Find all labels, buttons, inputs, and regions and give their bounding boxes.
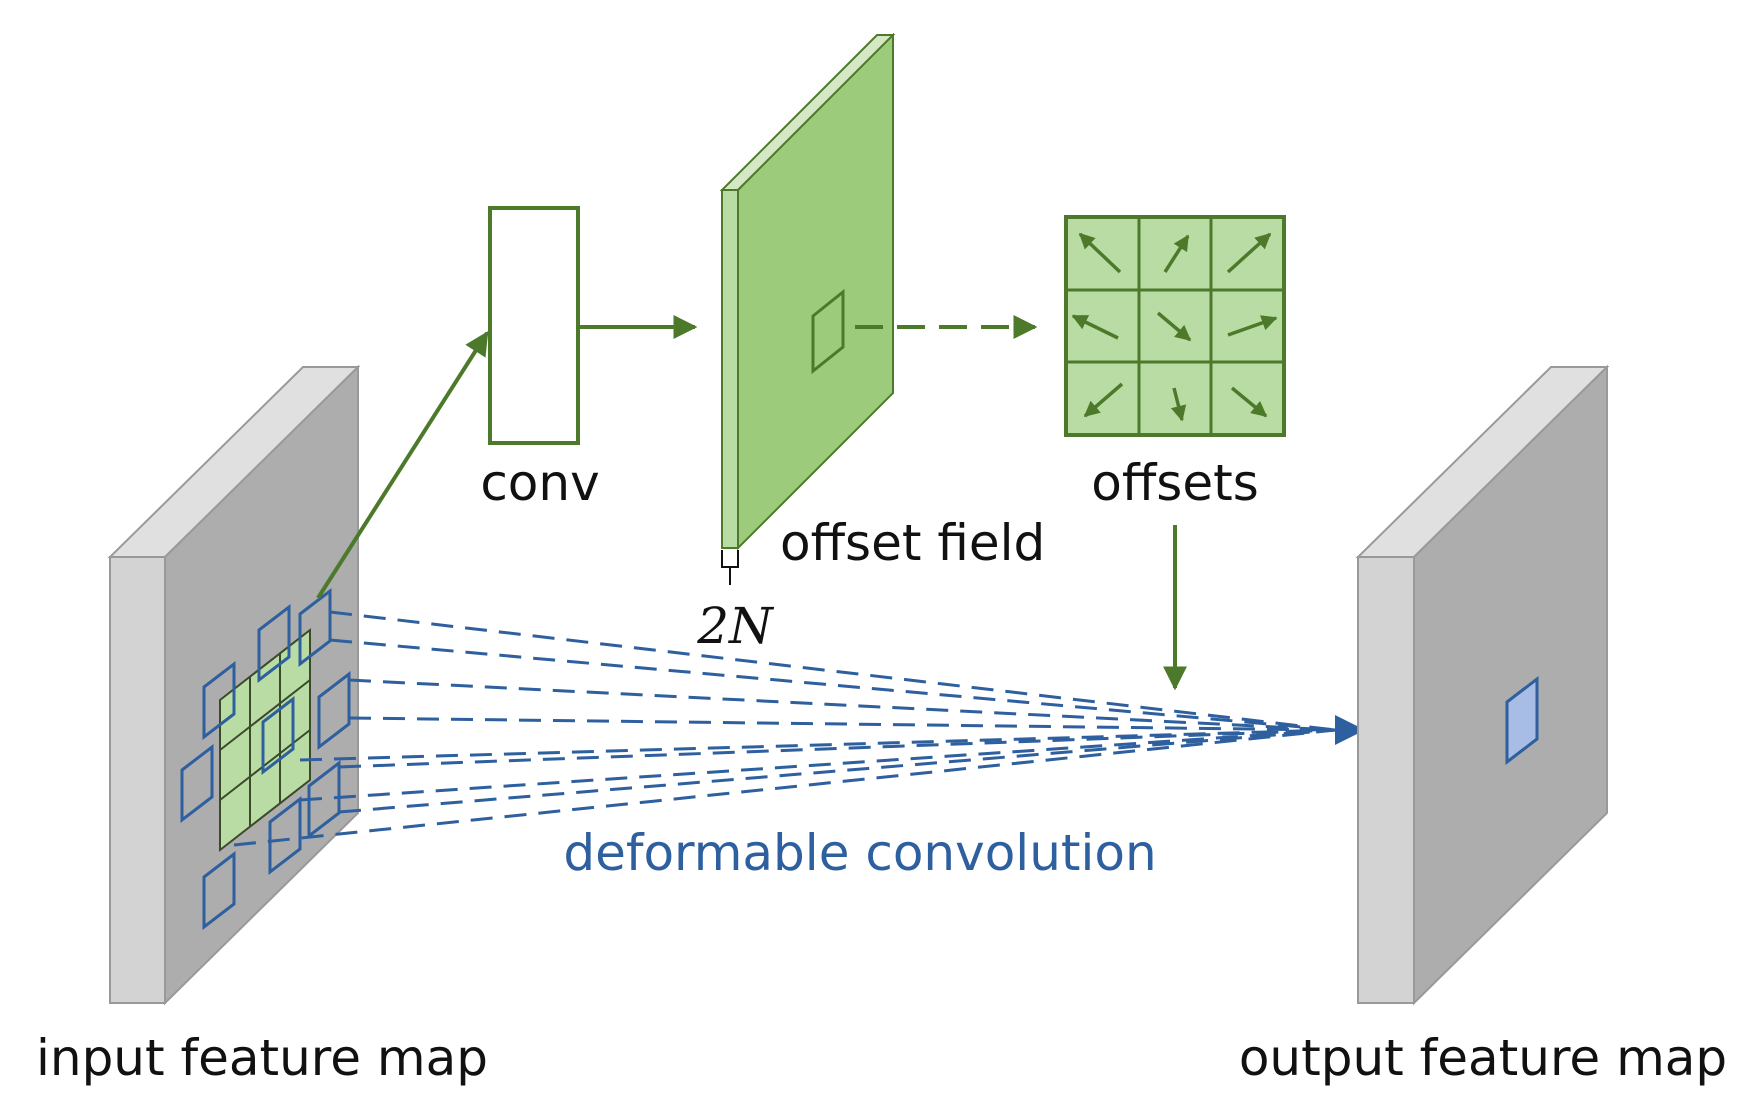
offset-arrow-up-right (1163, 234, 1190, 273)
offset-field-cell (811, 288, 845, 375)
sampling-cell (257, 603, 291, 684)
output-feature-map-label: output feature map (1239, 1029, 1727, 1087)
projection-arrowhead (1335, 715, 1365, 745)
deformable-projection-lines (233, 610, 1336, 847)
output-location-cell (1505, 675, 1539, 766)
output-map-right-face (1413, 364, 1608, 1006)
sampling-cell (261, 695, 295, 776)
conv-box (488, 206, 580, 445)
offset-field (719, 32, 896, 585)
depth-bracket (721, 550, 739, 568)
conv-label: conv (480, 454, 599, 512)
offset-field-right-face (737, 32, 894, 551)
offset-field-front-face (721, 189, 739, 549)
offset-arrow-down-right (1156, 311, 1192, 342)
offset-arrow-up-left (1078, 232, 1122, 274)
offset-field-label: offset field (780, 514, 1045, 572)
offset-arrow-right (1227, 315, 1278, 337)
sampling-cell (268, 795, 302, 876)
sampling-cell (317, 670, 351, 751)
input-to-conv-arrow (316, 330, 489, 600)
offset-arrow-down-left (1083, 382, 1124, 418)
output-map-front-face (1357, 556, 1415, 1004)
sampling-cell (202, 850, 236, 931)
input-feature-map-label: input feature map (36, 1029, 488, 1087)
offset-arrow-down (1170, 387, 1187, 422)
regular-sampling-grid (219, 627, 311, 853)
input-map-front-face (109, 556, 166, 1004)
offset-vectors (1071, 232, 1278, 422)
offset-arrow-left (1071, 314, 1119, 340)
offsets-grid (1064, 215, 1286, 437)
sampling-cell (307, 759, 341, 840)
offset-arrow-down-right (1230, 386, 1268, 418)
output-feature-map (1355, 364, 1610, 1006)
input-feature-map (107, 364, 361, 1006)
two-n-label: 2N (696, 597, 775, 655)
offset-arrow-up-right (1226, 232, 1272, 274)
offsets-label: offsets (1091, 454, 1259, 512)
deformable-convolution-label: deformable convolution (563, 824, 1156, 882)
sampling-cell (202, 660, 236, 741)
sampling-cell (180, 743, 214, 824)
